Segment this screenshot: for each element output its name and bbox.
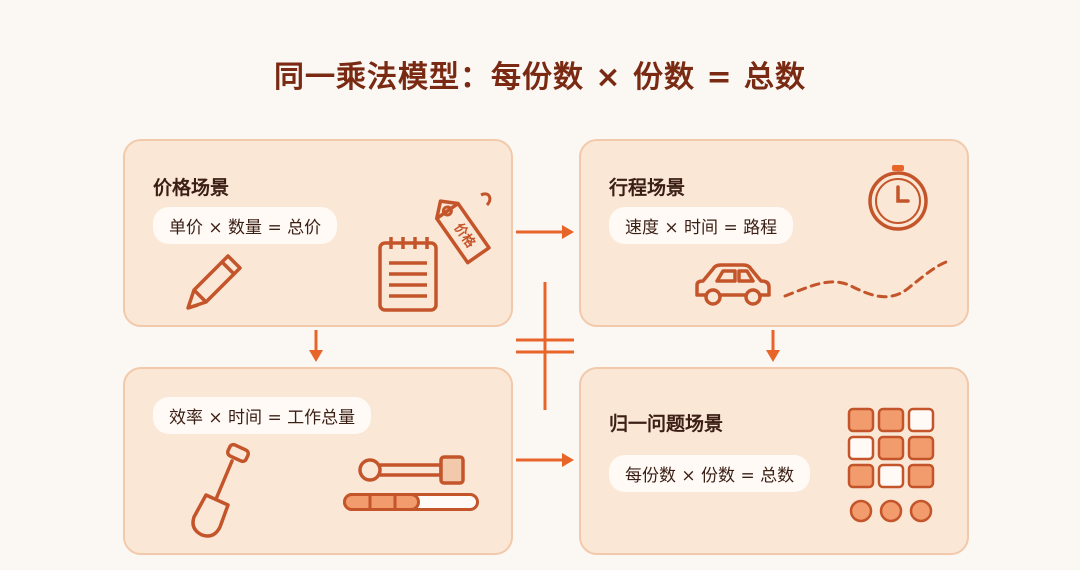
card-price-title: 价格场景 [153,177,230,199]
car-icon [695,263,771,306]
arrow-price-to-travel [516,225,574,239]
card-unitary: 归一问题场景 每份数 × 份数 = 总数 [579,367,969,555]
shovel-icon [191,442,251,538]
card-unitary-title: 归一问题场景 [609,413,724,435]
arrow-price-to-work [309,330,323,362]
card-work: 效率 × 时间 = 工作总量 [123,367,513,555]
center-cross [516,282,574,410]
notepad-icon [378,237,438,312]
hammer-icon [358,455,465,485]
page-title: 同一乘法模型：每份数 × 份数 = 总数 [273,60,807,95]
arrow-work-to-unitary [516,453,574,467]
card-travel: 行程场景 速度 × 时间 = 路程 [579,139,969,327]
card-work-formula: 效率 × 时间 = 工作总量 [153,397,372,434]
arrow-travel-to-unitary [766,330,780,362]
card-travel-title: 行程场景 [609,177,686,199]
card-travel-formula: 速度 × 时间 = 路程 [609,207,794,244]
dashed-route [783,260,948,299]
price-tag-icon: 价格 [434,192,492,265]
stopwatch-icon [868,165,928,231]
card-price-formula: 单价 × 数量 = 总价 [153,207,338,244]
card-unitary-formula: 每份数 × 份数 = 总数 [609,455,811,492]
grid-blocks-icon [847,407,935,523]
progress-bar [343,493,479,511]
pencil-icon [186,254,242,310]
card-price: 价格场景 单价 × 数量 = 总价 价格 [123,139,513,327]
